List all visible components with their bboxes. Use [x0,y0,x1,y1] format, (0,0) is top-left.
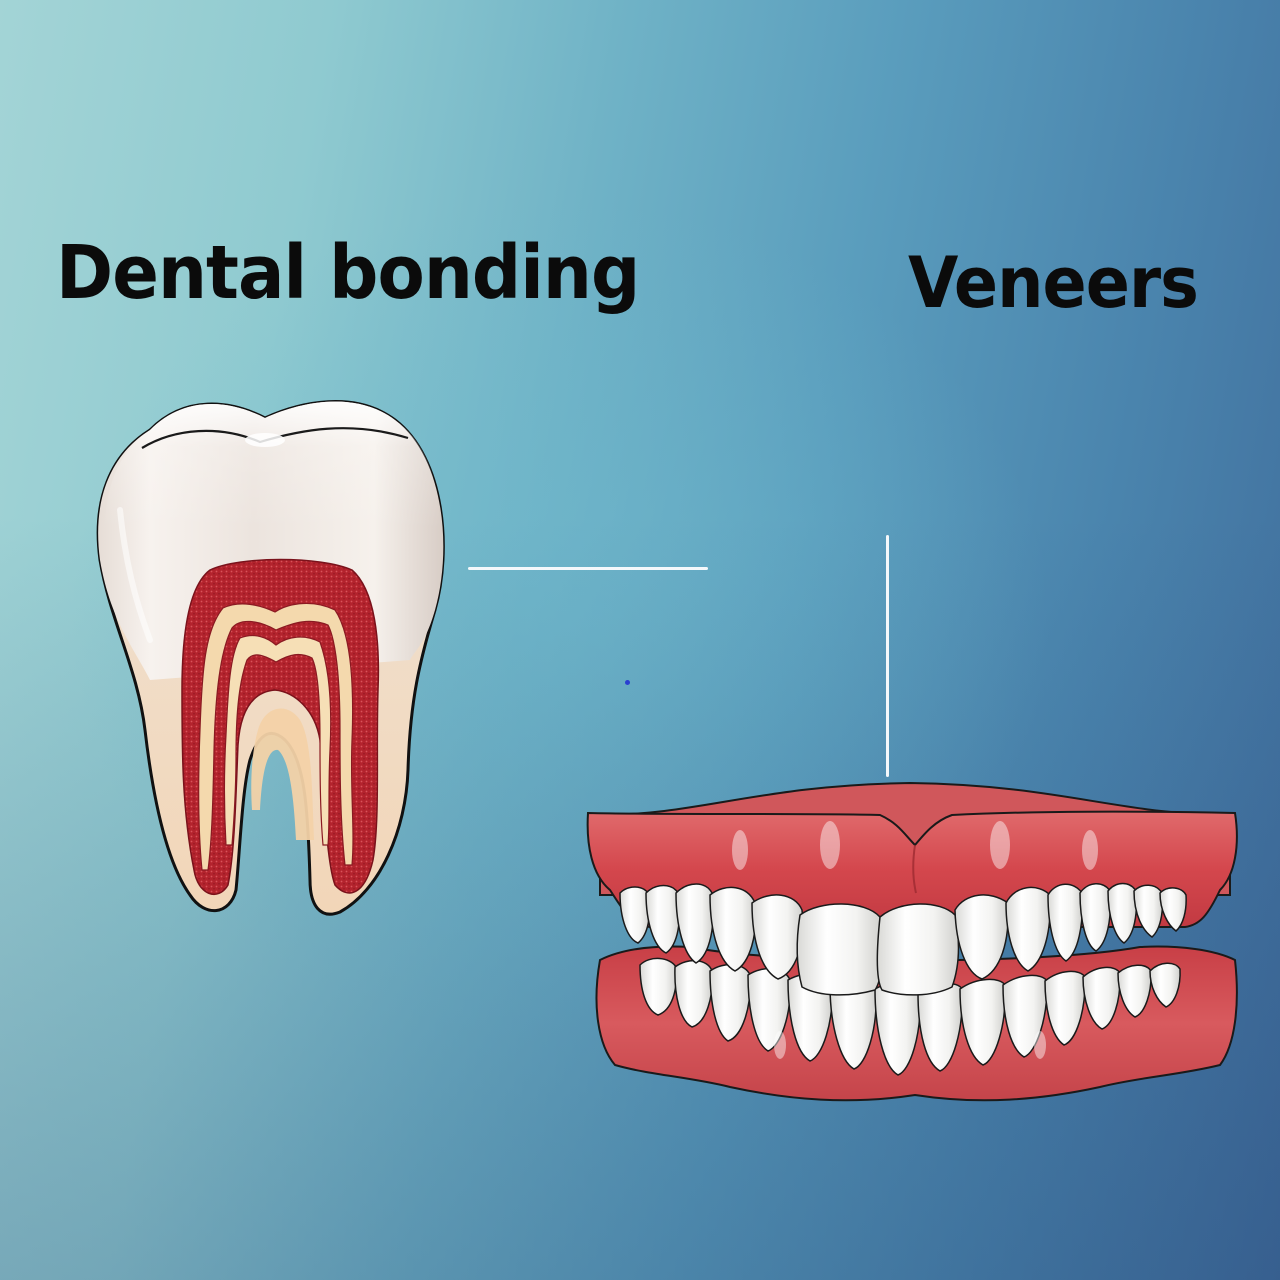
dental-bonding-label: Dental bonding [56,230,640,316]
dentin-layer [198,602,354,871]
lower-teeth [639,957,1181,1076]
bonding-connector-line [468,567,708,570]
upper-teeth [619,882,1187,996]
marker-dot [625,680,630,685]
veneers-label: Veneers [908,242,1199,324]
molar-tooth-illustration [96,400,445,916]
central-incisor-left [796,903,883,996]
veneers-teeth-illustration [586,781,1238,1102]
central-incisor-right [876,903,960,996]
veneers-connector-line [886,535,889,777]
